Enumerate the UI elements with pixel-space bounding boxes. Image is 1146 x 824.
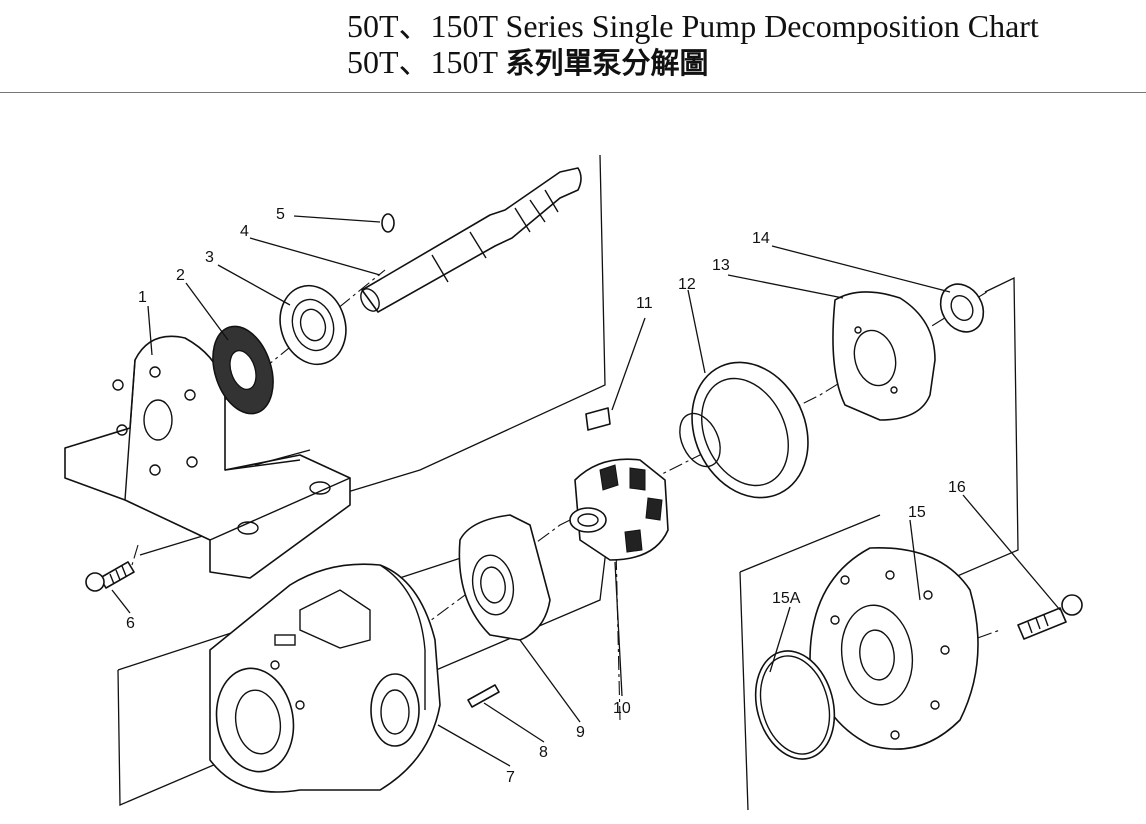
callout-15: 15: [908, 504, 926, 521]
title-zh-text: 系列單泵分解圖: [505, 46, 709, 80]
callout-7: 7: [506, 769, 515, 786]
part-5-key: [381, 213, 395, 233]
part-15A-gasket: [754, 650, 836, 760]
callout-3: 3: [205, 249, 214, 266]
callout-4: 4: [240, 223, 249, 240]
callout-11: 11: [636, 295, 653, 312]
part-12-cam-ring: [679, 361, 809, 499]
part-9-plate: [458, 514, 551, 641]
callout-labels: 1 2 3 4 5 6 7 8 9 10 11 12 13 14 15 15A …: [126, 206, 966, 786]
part-16-bolt: [1017, 594, 1083, 640]
page-title-chinese: 50T、150T 系列單泵分解圖: [347, 44, 1039, 81]
part-4-shaft: [360, 167, 582, 313]
part-10-rotor: [569, 458, 669, 561]
callout-10: 10: [613, 700, 631, 717]
part-2-seal: [212, 325, 274, 415]
part-14-seal: [939, 283, 985, 333]
title-zh-prefix: 50T、150T: [347, 44, 506, 80]
part-3-bearing: [279, 284, 347, 366]
page-title: 50T、150T Series Single Pump Decompositio…: [347, 8, 1039, 44]
callout-9: 9: [576, 724, 585, 741]
callout-2: 2: [176, 267, 185, 284]
part-15-end-cover: [809, 547, 979, 750]
callout-15A: 15A: [772, 590, 801, 607]
callout-8: 8: [539, 744, 548, 761]
part-8-pin: [467, 684, 500, 708]
part-7-body: [209, 563, 441, 793]
callout-12: 12: [678, 276, 696, 293]
callout-6: 6: [126, 615, 135, 632]
callout-1: 1: [138, 289, 147, 306]
header-divider: [0, 92, 1146, 93]
callout-16: 16: [948, 479, 966, 496]
leader-lines: [111, 215, 1061, 767]
part-1-bracket: [64, 335, 351, 579]
title-block: 50T、150T Series Single Pump Decompositio…: [347, 8, 1039, 81]
callout-13: 13: [712, 257, 730, 274]
part-11-vane: [585, 407, 611, 431]
part-6-screw: [85, 561, 135, 592]
callout-5: 5: [276, 206, 285, 223]
part-13-pressure-plate: [832, 291, 936, 421]
callout-14: 14: [752, 230, 770, 247]
